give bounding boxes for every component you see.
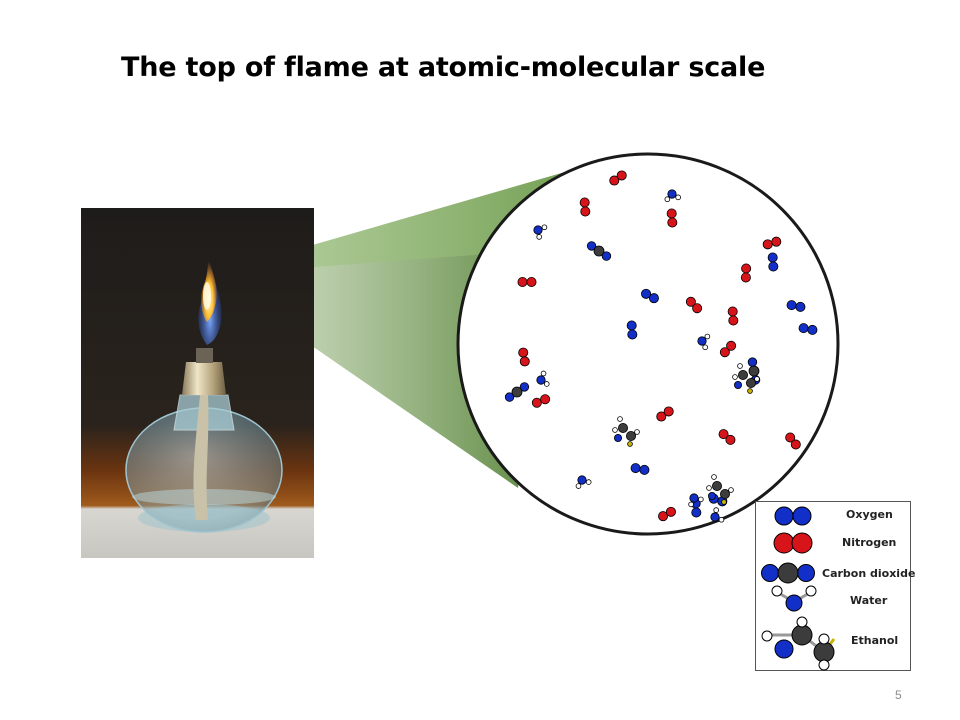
red-diatomic-molecule — [658, 506, 676, 522]
legend-label-ethanol: Ethanol — [851, 634, 899, 647]
slide-title: The top of flame at atomic-molecular sca… — [121, 52, 766, 83]
red-diatomic-molecule — [518, 347, 530, 367]
ethanol-molecule — [732, 363, 760, 394]
red-diatomic-molecule — [531, 394, 551, 408]
red-diatomic-molecule — [666, 208, 678, 228]
red-diatomic-molecule — [727, 306, 739, 326]
blue-diatomic-molecule — [767, 252, 779, 272]
legend-label-carbon-dioxide: Carbon dioxide — [822, 567, 916, 580]
red-diatomic-molecule — [579, 197, 591, 217]
molecule-legend: Oxygen Nitrogen Carbon dioxide Water Eth… — [755, 501, 915, 671]
nitrogen-swatch-icon — [773, 532, 813, 554]
water-molecule — [697, 333, 711, 351]
legend-label-nitrogen: Nitrogen — [842, 536, 897, 549]
spirit-lamp-image — [81, 208, 314, 558]
red-diatomic-molecule — [685, 296, 703, 314]
carbon-dioxide-molecule — [586, 241, 612, 261]
red-diatomic-molecule — [609, 170, 627, 186]
ethanol-molecule — [706, 474, 734, 505]
blue-diatomic-molecule — [630, 463, 650, 475]
water-molecule — [536, 370, 550, 387]
ethanol-molecule — [612, 416, 640, 447]
carbon-dioxide-molecule — [504, 382, 530, 402]
legend-swatches — [761, 506, 836, 671]
ethanol-swatch-icon — [761, 616, 836, 671]
blue-diatomic-molecule — [641, 288, 659, 304]
water-molecule — [664, 189, 681, 203]
water-molecule — [710, 507, 725, 523]
red-diatomic-molecule — [517, 276, 537, 287]
red-diatomic-molecule — [718, 429, 736, 445]
carbon-dioxide-swatch-icon — [761, 562, 815, 584]
water-molecule — [688, 493, 704, 508]
water-molecule — [575, 475, 592, 489]
water-swatch-icon — [771, 585, 817, 612]
red-diatomic-molecule — [719, 340, 737, 358]
legend-label-water: Water — [850, 594, 888, 607]
blue-diatomic-molecule — [626, 320, 638, 340]
water-molecule — [533, 224, 548, 240]
magnified-view — [456, 152, 840, 536]
legend-label-oxygen: Oxygen — [846, 508, 893, 521]
oxygen-swatch-icon — [774, 506, 812, 526]
red-diatomic-molecule — [762, 236, 782, 250]
page-number: 5 — [895, 688, 902, 702]
blue-diatomic-molecule — [786, 300, 806, 312]
red-diatomic-molecule — [656, 406, 674, 422]
red-diatomic-molecule — [785, 432, 801, 450]
blue-diatomic-molecule — [798, 323, 818, 335]
red-diatomic-molecule — [740, 263, 752, 283]
